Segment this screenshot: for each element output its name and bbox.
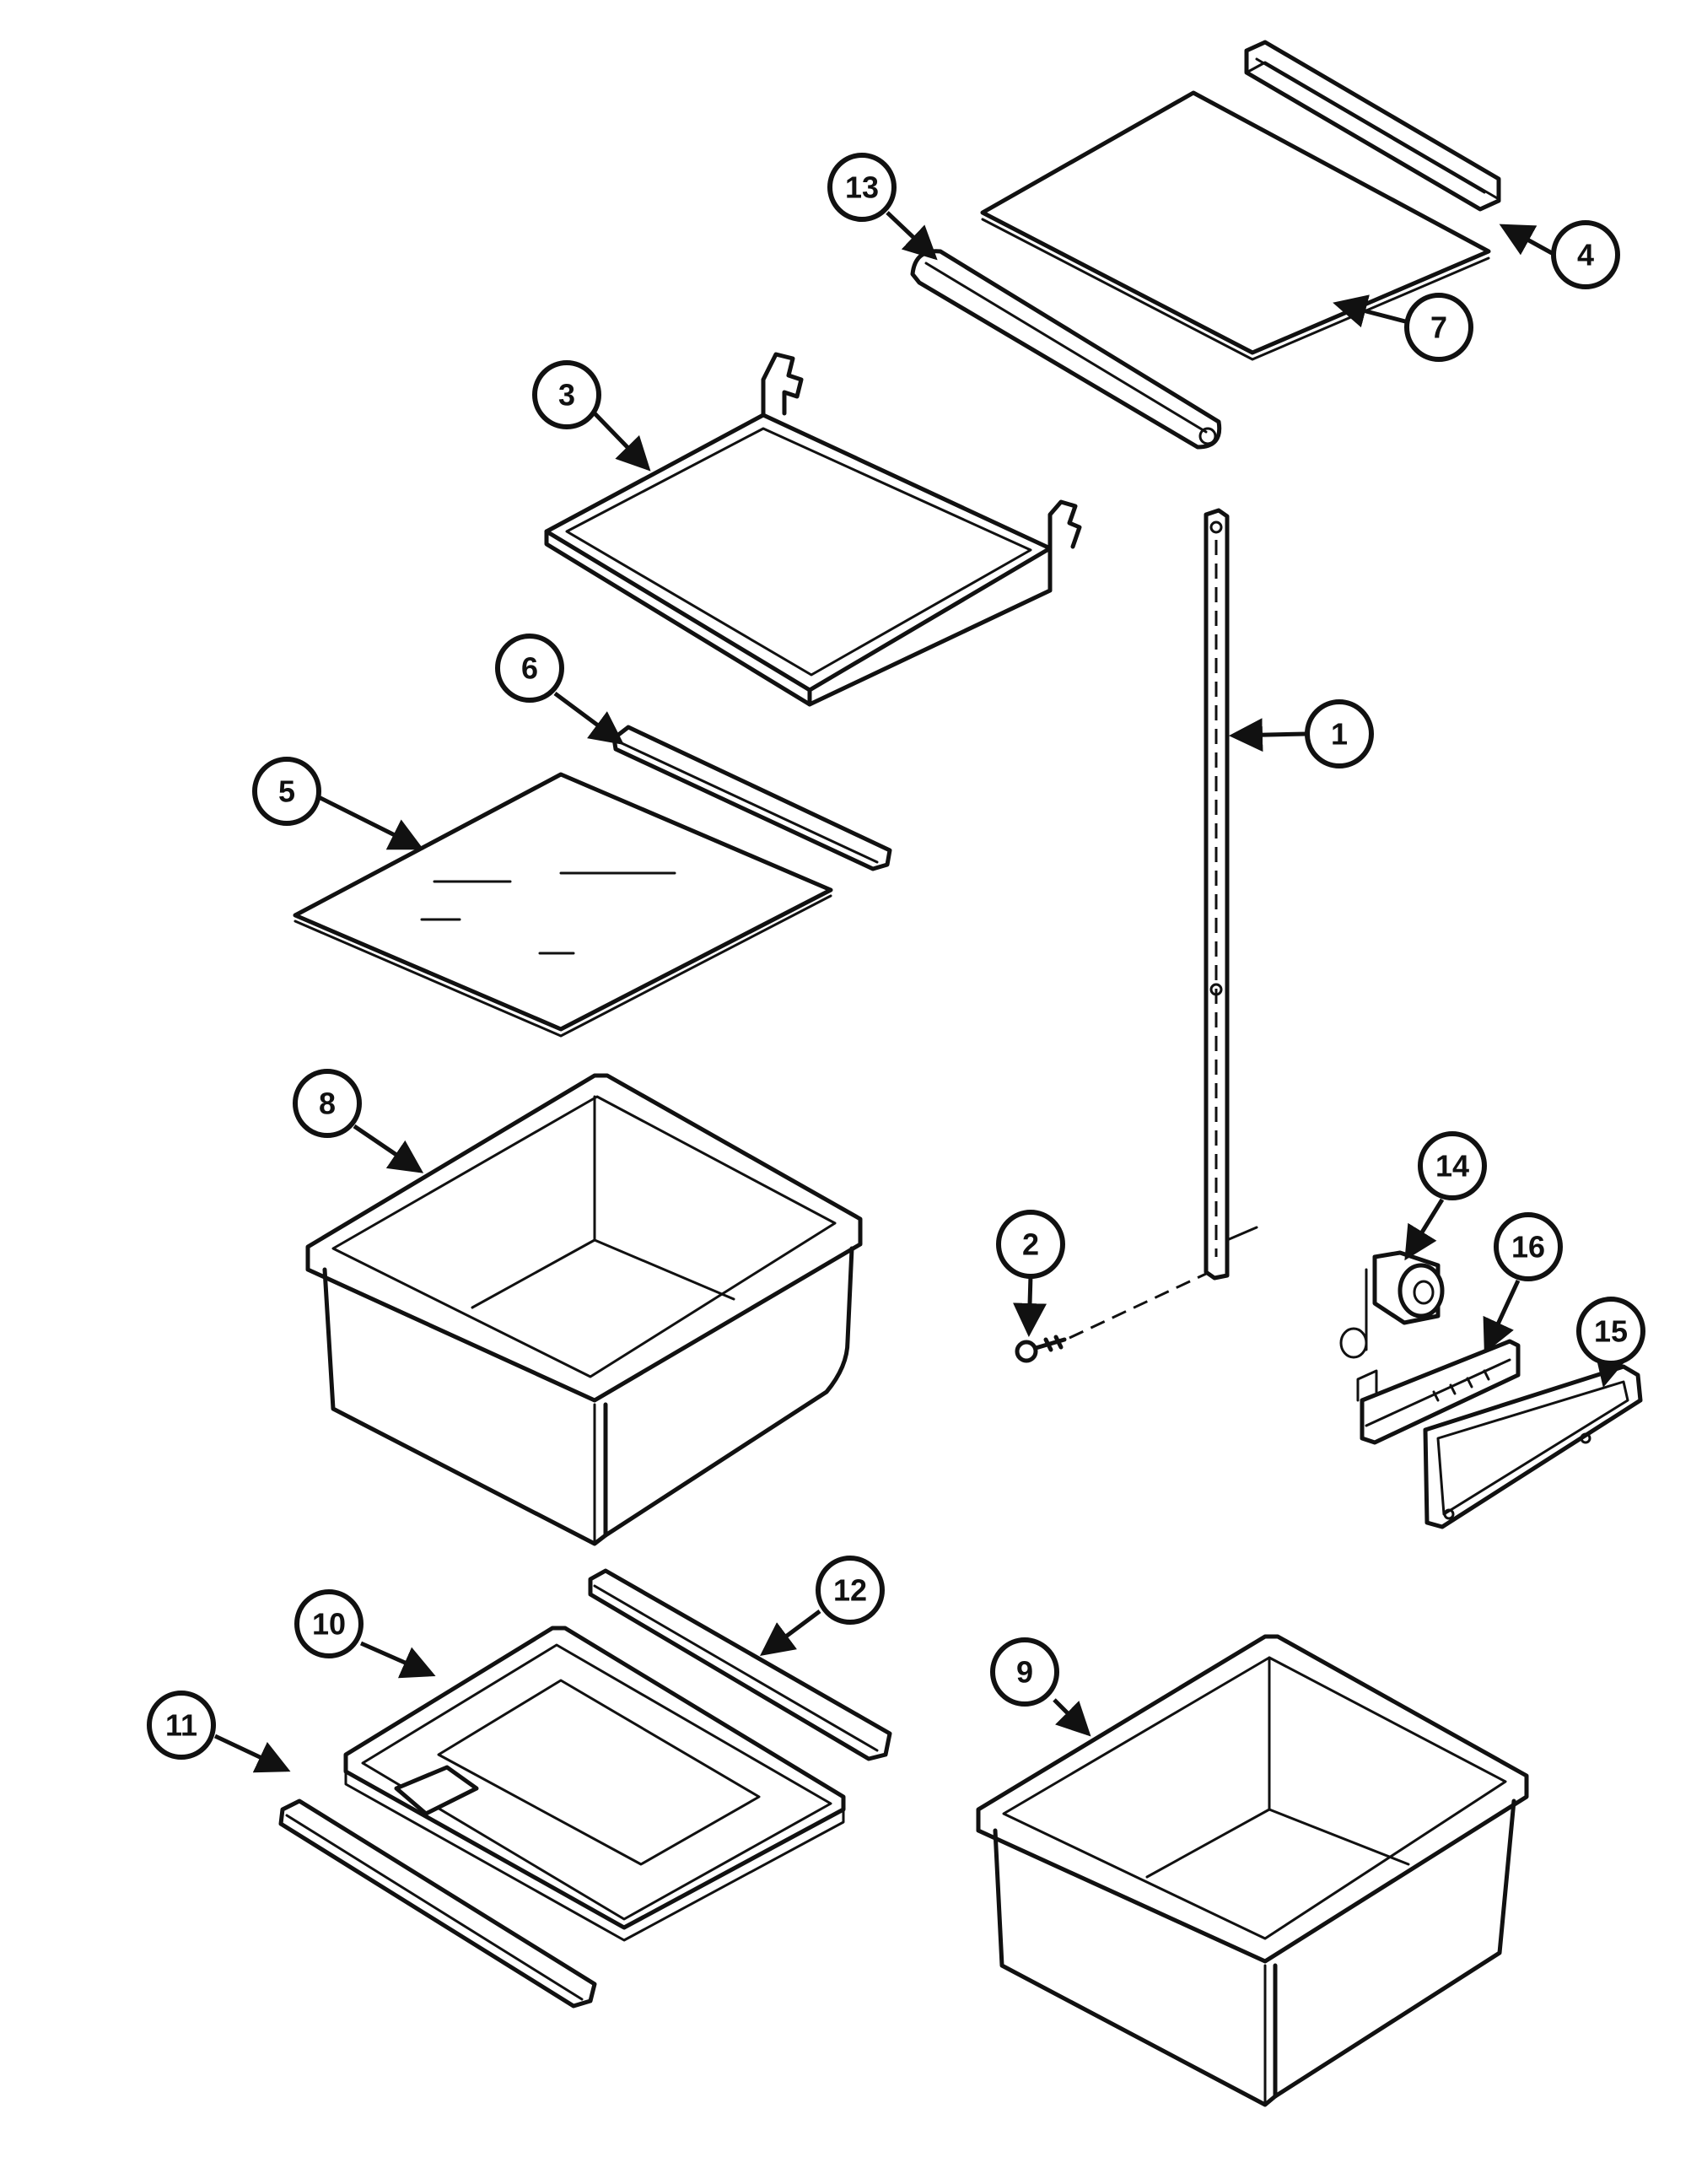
callout-2: 2	[996, 1210, 1065, 1279]
crisper-cover-rear-trim-part	[588, 1568, 892, 1761]
leader-4	[1499, 224, 1554, 256]
callout-15-label: 15	[1594, 1314, 1628, 1349]
leader-3	[593, 412, 651, 472]
leader-5	[317, 795, 424, 850]
leader-6	[553, 691, 625, 745]
cantilever-shelf-frame-part	[544, 352, 1082, 707]
crisper-drawer-part	[305, 1073, 863, 1546]
callout-8-label: 8	[319, 1087, 336, 1121]
leader-12	[759, 1609, 821, 1656]
leader-16	[1483, 1279, 1521, 1354]
callout-5-label: 5	[278, 774, 295, 809]
callout-6-label: 6	[521, 651, 538, 686]
leader-8	[353, 1124, 424, 1173]
crisper-cover-part	[343, 1626, 846, 1942]
callout-4-label: 4	[1577, 238, 1594, 272]
leader-9	[1053, 1698, 1091, 1737]
callout-2-label: 2	[1022, 1227, 1039, 1262]
light-socket-part	[1339, 1250, 1445, 1359]
crisper-cover-front-trim-part	[278, 1798, 597, 2009]
leader-13	[886, 211, 938, 261]
callout-16-label: 16	[1511, 1230, 1545, 1265]
callout-14-label: 14	[1435, 1149, 1469, 1184]
lower-crisper-drawer-part	[976, 1634, 1529, 2107]
callout-14: 14	[1418, 1131, 1487, 1200]
leader-2	[1013, 1275, 1047, 1337]
leader-15	[1594, 1351, 1628, 1388]
callout-11-label: 11	[165, 1708, 197, 1743]
callout-3-label: 3	[558, 378, 575, 413]
callout-13: 13	[827, 153, 897, 222]
callout-16: 16	[1494, 1212, 1563, 1281]
callout-9-label: 9	[1016, 1655, 1033, 1690]
callout-4: 4	[1551, 220, 1620, 289]
callout-3: 3	[532, 360, 601, 429]
callout-7: 7	[1404, 293, 1473, 362]
callout-15: 15	[1576, 1297, 1645, 1366]
leader-7	[1333, 294, 1409, 328]
leader-10	[359, 1641, 436, 1679]
callout-10-label: 10	[312, 1607, 346, 1642]
callout-9: 9	[990, 1637, 1059, 1707]
leader-11	[213, 1734, 291, 1773]
callout-8: 8	[293, 1069, 362, 1138]
callout-11: 11	[147, 1691, 216, 1760]
shelf-support-rail-part	[1204, 508, 1258, 1281]
callout-7-label: 7	[1430, 310, 1447, 345]
callout-13-label: 13	[845, 170, 879, 205]
top-glass-shelf-part	[980, 90, 1491, 361]
leader-14	[1404, 1198, 1445, 1261]
leader-1	[1229, 718, 1306, 752]
callout-1-label: 1	[1331, 717, 1348, 752]
glass-shelf-part	[293, 772, 833, 1038]
leader-lines	[213, 211, 1628, 1773]
screw-part	[1015, 1272, 1207, 1363]
callout-12: 12	[816, 1556, 885, 1625]
callout-5: 5	[252, 757, 321, 826]
callout-6: 6	[495, 634, 564, 703]
callout-1: 1	[1305, 699, 1374, 768]
callout-10: 10	[294, 1589, 364, 1658]
top-shelf-trim-part	[1244, 40, 1501, 212]
glass-shelf-rear-trim-part	[611, 725, 892, 871]
callout-12-label: 12	[833, 1573, 867, 1608]
